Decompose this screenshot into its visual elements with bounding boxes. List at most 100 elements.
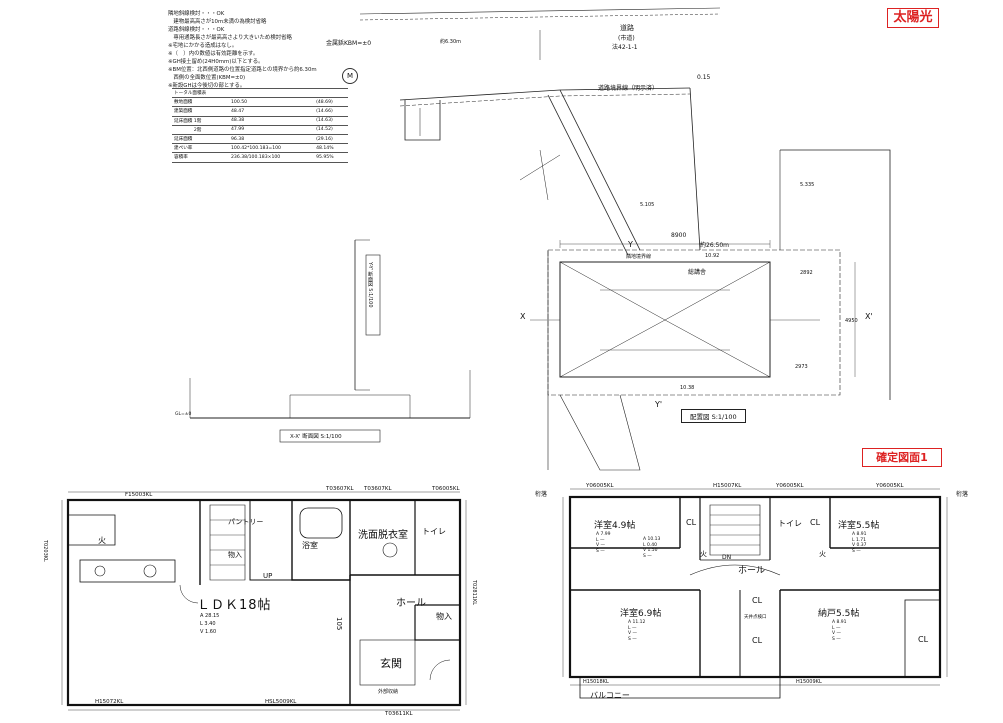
- eave-right-label: 桁落: [956, 491, 969, 498]
- f2-sash-top1: Y06005KL: [586, 483, 614, 489]
- fire-mark-1: 火: [700, 550, 707, 558]
- note-line: 道路斜線検討・・・OK: [168, 27, 225, 33]
- road-sub-label: (市道): [618, 35, 635, 42]
- room2-label: 洋室5.5帖: [838, 521, 880, 531]
- road-boundary-label: 道路境界線（明示済）: [598, 85, 659, 92]
- f2-toilet-label: トイレ: [778, 519, 802, 528]
- room1-label: 洋室4.9帖: [594, 521, 636, 531]
- f1-sash-left: T0203KL: [42, 540, 48, 562]
- cl-label-4: CL: [752, 636, 763, 645]
- f1-sash-bottom2: HSL5009KL: [265, 699, 297, 705]
- dim6-label: 5.335: [800, 182, 815, 188]
- bath-label: 浴室: [302, 541, 318, 550]
- toilet-label: トイレ: [422, 527, 446, 536]
- dim2-label: 2973: [795, 364, 808, 370]
- main-building-label: 総講舎: [688, 269, 707, 276]
- f1-sash-top2: T03607KL: [326, 486, 354, 492]
- f2-sash-top4: Y06005KL: [876, 483, 904, 489]
- section-mark-y2: Y': [655, 400, 663, 409]
- ldk-area-v: V 1.60: [200, 629, 217, 635]
- ldk-area-l: L 3.40: [200, 621, 216, 627]
- room4-label: 納戸5.5帖: [818, 609, 860, 619]
- f2-sash-bottom2: H15009KL: [796, 679, 822, 685]
- entrance-label: 玄関: [380, 657, 402, 670]
- f1-sash-top3: T03607KL: [364, 486, 392, 492]
- f1-sash-bottom1: H15072KL: [95, 699, 124, 705]
- f2-note-label: 天井点検口: [744, 615, 767, 620]
- dim1-label: 4950: [845, 318, 858, 324]
- note-line: 隣地斜線検討・・・OK: [168, 11, 225, 17]
- site-notes: 隣地斜線検討・・・OK 建物最高高さが10m未満の為検討省略 道路斜線検討・・・…: [168, 10, 378, 90]
- ldk-area-a: A 28.15: [200, 613, 220, 619]
- dim4-label: 10.38: [680, 385, 695, 391]
- f1-dim-label: 105: [335, 617, 343, 631]
- eave-left-label: 桁落: [535, 491, 548, 498]
- storage2-label: 物入: [436, 612, 452, 621]
- f2-hall-label: ホール: [738, 566, 766, 576]
- balcony-label: バルコニー: [590, 691, 630, 700]
- hall-label: ホール: [396, 598, 426, 609]
- total-width-label: 8900: [671, 232, 687, 239]
- site-plan-caption: 配置図 S:1/100: [681, 409, 746, 423]
- note-line: ※GH接土留め(24H0mm)以下とする。: [168, 59, 264, 65]
- sunlight-tag: 太陽光: [887, 8, 939, 28]
- washroom-label: 洗面脱衣室: [358, 530, 408, 541]
- section-mark-x: X: [520, 312, 526, 321]
- road-label: 道路: [620, 24, 634, 32]
- neighbor-boundary-label: 隣地境界線: [626, 254, 652, 260]
- f1-sash-top4: T06005KL: [432, 486, 460, 492]
- note-line: ※新設GHは今後切の部とする。: [168, 83, 246, 89]
- f1-sash-right: T02811KL: [471, 580, 477, 606]
- f1-sash-bottom3: T03611KL: [385, 711, 413, 717]
- cl-label-5: CL: [918, 635, 929, 644]
- kitchen-fire-label: 火: [98, 536, 106, 545]
- gl-label: GL=±0: [175, 412, 192, 417]
- table-row: トータル面積表: [172, 87, 348, 99]
- storage-label: 物入: [228, 551, 242, 559]
- note-line: 専用通路長さが最高高さより大きいため検討省略: [168, 35, 292, 41]
- pantry-label: パントリー: [228, 518, 264, 526]
- section-x-caption: X-X' 断面図 S:1/100: [290, 434, 342, 440]
- dim8-label: 0.15: [697, 74, 711, 81]
- width1-label: 約6.30m: [440, 39, 462, 45]
- note-line: ※BM位置：北西側道路の位置指定道路との境界から約6.30m: [168, 67, 317, 73]
- f2-sash-bottom1: H15018KL: [583, 679, 609, 685]
- cl-label-2: CL: [810, 518, 821, 527]
- f1-sash-top1: F15003KL: [125, 492, 153, 498]
- f2-sash-top3: Y06005KL: [776, 483, 804, 489]
- dim5-label: 10.92: [705, 253, 720, 259]
- confirmed-drawing-tag: 確定図面1: [862, 448, 942, 467]
- width2-label: 約26.50m: [700, 242, 730, 249]
- f2-sash-top2: H15007KL: [713, 483, 742, 489]
- fire-mark-2: 火: [819, 550, 826, 558]
- dim3-label: 2892: [800, 270, 813, 276]
- stairs-up-label: UP: [263, 572, 273, 580]
- stairs-dn-label: DN: [722, 554, 732, 561]
- room3-label: 洋室6.9帖: [620, 609, 662, 619]
- section-y-caption: Y-Y' 断面図 S:1/100: [367, 262, 373, 308]
- note-line: ※宅地にかかる造成はなし。: [168, 43, 238, 49]
- note-line: 建物最高高さが10m未満の為検討省略: [168, 19, 267, 25]
- north-arrow-icon: M: [342, 68, 358, 84]
- section-mark-y: Y: [628, 240, 633, 249]
- ldk-label: ＬＤＫ18帖: [197, 598, 272, 613]
- f1-note-label: 外部収納: [378, 689, 399, 695]
- note-line: 西側の全面数位置(KBM=±0): [168, 75, 246, 81]
- cl-label-3: CL: [752, 596, 763, 605]
- dim7-label: 5.105: [640, 202, 655, 208]
- kbm-label: 金属鋲KBM=±0: [326, 40, 372, 47]
- section-mark-x2: X': [865, 312, 873, 321]
